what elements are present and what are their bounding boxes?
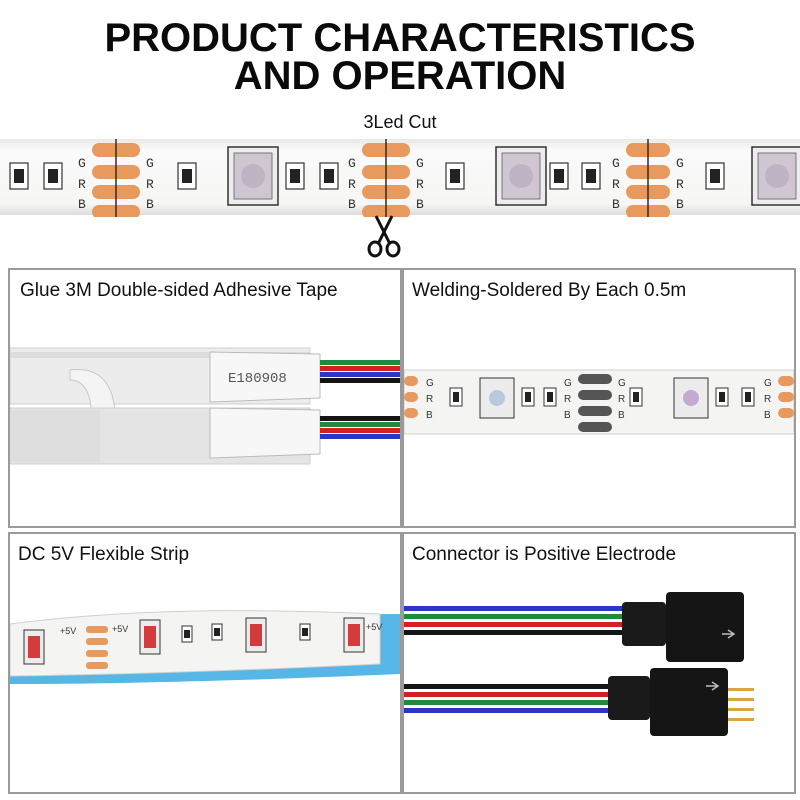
resistor <box>9 162 29 190</box>
scissors-icon <box>367 215 401 258</box>
voltage-label: +5V <box>112 624 128 634</box>
resistor <box>445 162 465 190</box>
resistor <box>549 162 569 190</box>
resistor <box>177 162 197 190</box>
resistor <box>581 162 601 190</box>
page-title-line-1: PRODUCT CHARACTERISTICS <box>104 16 696 60</box>
pad-letter: B <box>78 197 86 212</box>
connector-pins <box>728 688 754 721</box>
pad-letter: G <box>416 156 424 171</box>
pad-letter: R <box>676 177 684 192</box>
pad-letter: R <box>426 394 433 405</box>
pad-letter: G <box>78 156 86 171</box>
pad-letter: B <box>676 197 684 212</box>
pad-letter: B <box>618 410 625 421</box>
pad-letter: R <box>416 177 424 192</box>
pad-letter: B <box>348 197 356 212</box>
pad-letter: G <box>564 378 572 389</box>
panel-connector: Connector is Positive Electrode <box>402 532 796 794</box>
resistor <box>715 387 729 407</box>
led-chip <box>751 146 800 206</box>
led-chip <box>139 619 161 655</box>
pad-letter: B <box>426 410 433 421</box>
led-chip <box>245 617 267 653</box>
flexible-strip-illustration: +5V +5V +5V <box>10 610 400 684</box>
led-chip <box>343 617 365 653</box>
led-chip <box>479 377 515 419</box>
panel-label-adhesive: Glue 3M Double-sided Adhesive Tape <box>20 280 338 301</box>
led-strip-illustration: G R B G R B G R B G R B G R B G R <box>0 139 800 217</box>
resistor <box>521 387 535 407</box>
pad-letter: R <box>564 394 571 405</box>
tape-print-text: E180908 <box>228 371 287 387</box>
pad-letter: R <box>78 177 86 192</box>
resistor <box>285 162 305 190</box>
copper-pads <box>92 139 140 217</box>
pad-letter: G <box>676 156 684 171</box>
copper-pads <box>404 376 794 418</box>
connector-illustration <box>404 592 754 736</box>
voltage-label: +5V <box>60 626 76 636</box>
pad-letter: G <box>146 156 154 171</box>
resistor <box>741 387 755 407</box>
led-chip <box>23 629 45 665</box>
resistor <box>43 162 63 190</box>
pad-letter: B <box>612 197 620 212</box>
pad-letter: R <box>348 177 356 192</box>
led-chip <box>495 146 547 206</box>
panel-welding: Welding-Soldered By Each 0.5m G R B G <box>402 268 796 528</box>
panel-label-connector: Connector is Positive Electrode <box>412 544 677 565</box>
copper-pads <box>86 626 108 669</box>
led-chip <box>673 377 709 419</box>
panel-label-welding: Welding-Soldered By Each 0.5m <box>412 280 687 301</box>
pad-letter: B <box>564 410 571 421</box>
pad-letter: R <box>618 394 625 405</box>
welded-strip-illustration: G R B G R B G R B G R B <box>404 369 794 435</box>
copper-pads <box>626 139 670 217</box>
pad-letter: B <box>764 410 771 421</box>
cut-label: 3Led Cut <box>363 112 437 132</box>
pad-letter: R <box>146 177 154 192</box>
pad-letter: R <box>612 177 620 192</box>
voltage-label: +5V <box>366 622 382 632</box>
pad-letter: R <box>764 394 771 405</box>
pad-letter: G <box>618 378 626 389</box>
page-title-line-2: AND OPERATION <box>233 54 567 98</box>
resistor <box>705 162 725 190</box>
resistor <box>629 387 643 407</box>
panel-label-flexible: DC 5V Flexible Strip <box>18 544 190 565</box>
solder-joint <box>578 374 612 432</box>
resistor <box>543 387 557 407</box>
panel-flexible-strip: DC 5V Flexible Strip +5V +5V +5V <box>8 532 402 794</box>
pad-letter: G <box>612 156 620 171</box>
pad-letter: B <box>146 197 154 212</box>
resistor <box>299 623 311 641</box>
resistor <box>319 162 339 190</box>
panel-adhesive-tape: Glue 3M Double-sided Adhesive Tape E1809… <box>8 268 402 528</box>
adhesive-tape-illustration: E180908 <box>10 347 400 465</box>
pad-letter: G <box>764 378 772 389</box>
led-chip <box>227 146 279 206</box>
resistor <box>449 387 463 407</box>
pad-letter: B <box>416 197 424 212</box>
copper-pads <box>362 139 410 217</box>
resistor <box>211 623 223 641</box>
pad-letter: G <box>426 378 434 389</box>
resistor <box>181 625 193 643</box>
pad-letter: G <box>348 156 356 171</box>
